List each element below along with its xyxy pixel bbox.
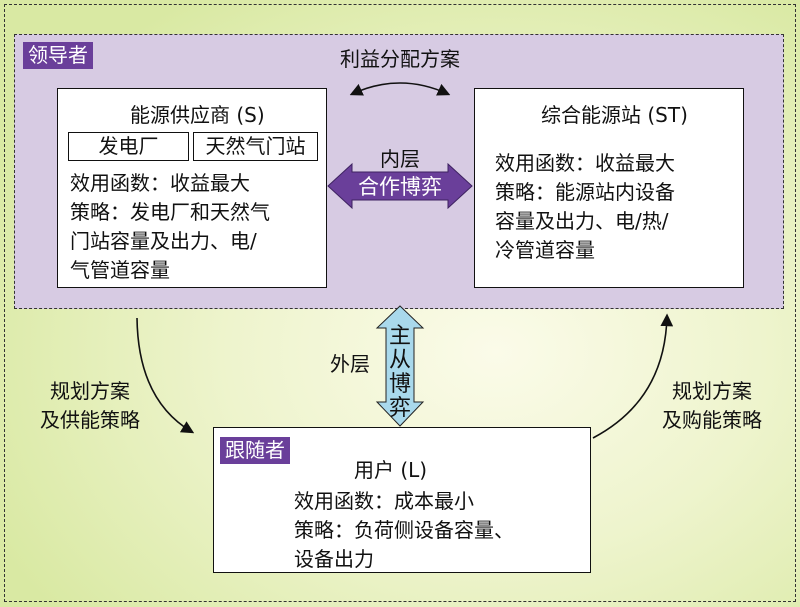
left-note-line1: 规划方案 xyxy=(50,379,130,403)
user-strategy-1: 策略：负荷侧设备容量、 xyxy=(294,518,514,542)
user-strategy-2: 设备出力 xyxy=(294,547,374,571)
station-strategy-3: 冷管道容量 xyxy=(495,238,595,262)
outer-layer-frame xyxy=(4,4,796,602)
stackelberg-char-1: 主 xyxy=(388,324,411,349)
user-title: 用户 (L) xyxy=(354,458,428,482)
left-strategy-arrow xyxy=(136,317,195,434)
left-note-line2: 及供能策略 xyxy=(40,408,140,432)
follower-tag: 跟随者 xyxy=(220,437,290,464)
stackelberg-game-arrow xyxy=(375,305,425,427)
cooperative-game-label: 合作博弈 xyxy=(358,175,442,199)
energy-station-title: 综合能源站 (ST) xyxy=(541,103,688,127)
stackelberg-char-3: 博 xyxy=(388,372,411,397)
supplier-strategy-2: 门站容量及出力、电/ xyxy=(70,229,257,253)
energy-station-box: 综合能源站 (ST) 效用函数：收益最大 策略：能源站内设备 容量及出力、电/热… xyxy=(474,88,744,288)
right-note-line1: 规划方案 xyxy=(672,379,752,403)
power-plant-box: 发电厂 xyxy=(68,132,189,161)
station-strategy-1: 策略：能源站内设备 xyxy=(495,180,675,204)
supplier-strategy-3: 气管道容量 xyxy=(70,258,170,282)
inner-layer-label: 内层 xyxy=(380,147,420,171)
outer-layer-label: 外层 xyxy=(330,352,370,376)
supplier-strategy-1: 策略：发电厂和天然气 xyxy=(70,200,270,224)
stackelberg-char-2: 从 xyxy=(388,348,411,373)
gas-gate-station-box: 天然气门站 xyxy=(193,132,318,161)
profit-allocation-label: 利益分配方案 xyxy=(340,47,460,71)
leader-tag: 领导者 xyxy=(23,42,93,69)
right-strategy-arrow xyxy=(592,313,674,439)
user-utility: 效用函数：成本最小 xyxy=(294,489,474,513)
energy-supplier-box: 能源供应商 (S) 发电厂 天然气门站 效用函数：收益最大 策略：发电厂和天然气… xyxy=(57,88,327,288)
station-utility: 效用函数：收益最大 xyxy=(495,151,675,175)
supplier-utility: 效用函数：收益最大 xyxy=(70,171,250,195)
right-note-line2: 及购能策略 xyxy=(662,408,762,432)
profit-allocation-arrow xyxy=(349,82,451,96)
energy-supplier-title: 能源供应商 (S) xyxy=(130,103,265,127)
stackelberg-char-4: 弈 xyxy=(388,396,411,421)
station-strategy-2: 容量及出力、电/热/ xyxy=(495,209,669,233)
cooperative-game-arrow xyxy=(327,162,473,210)
